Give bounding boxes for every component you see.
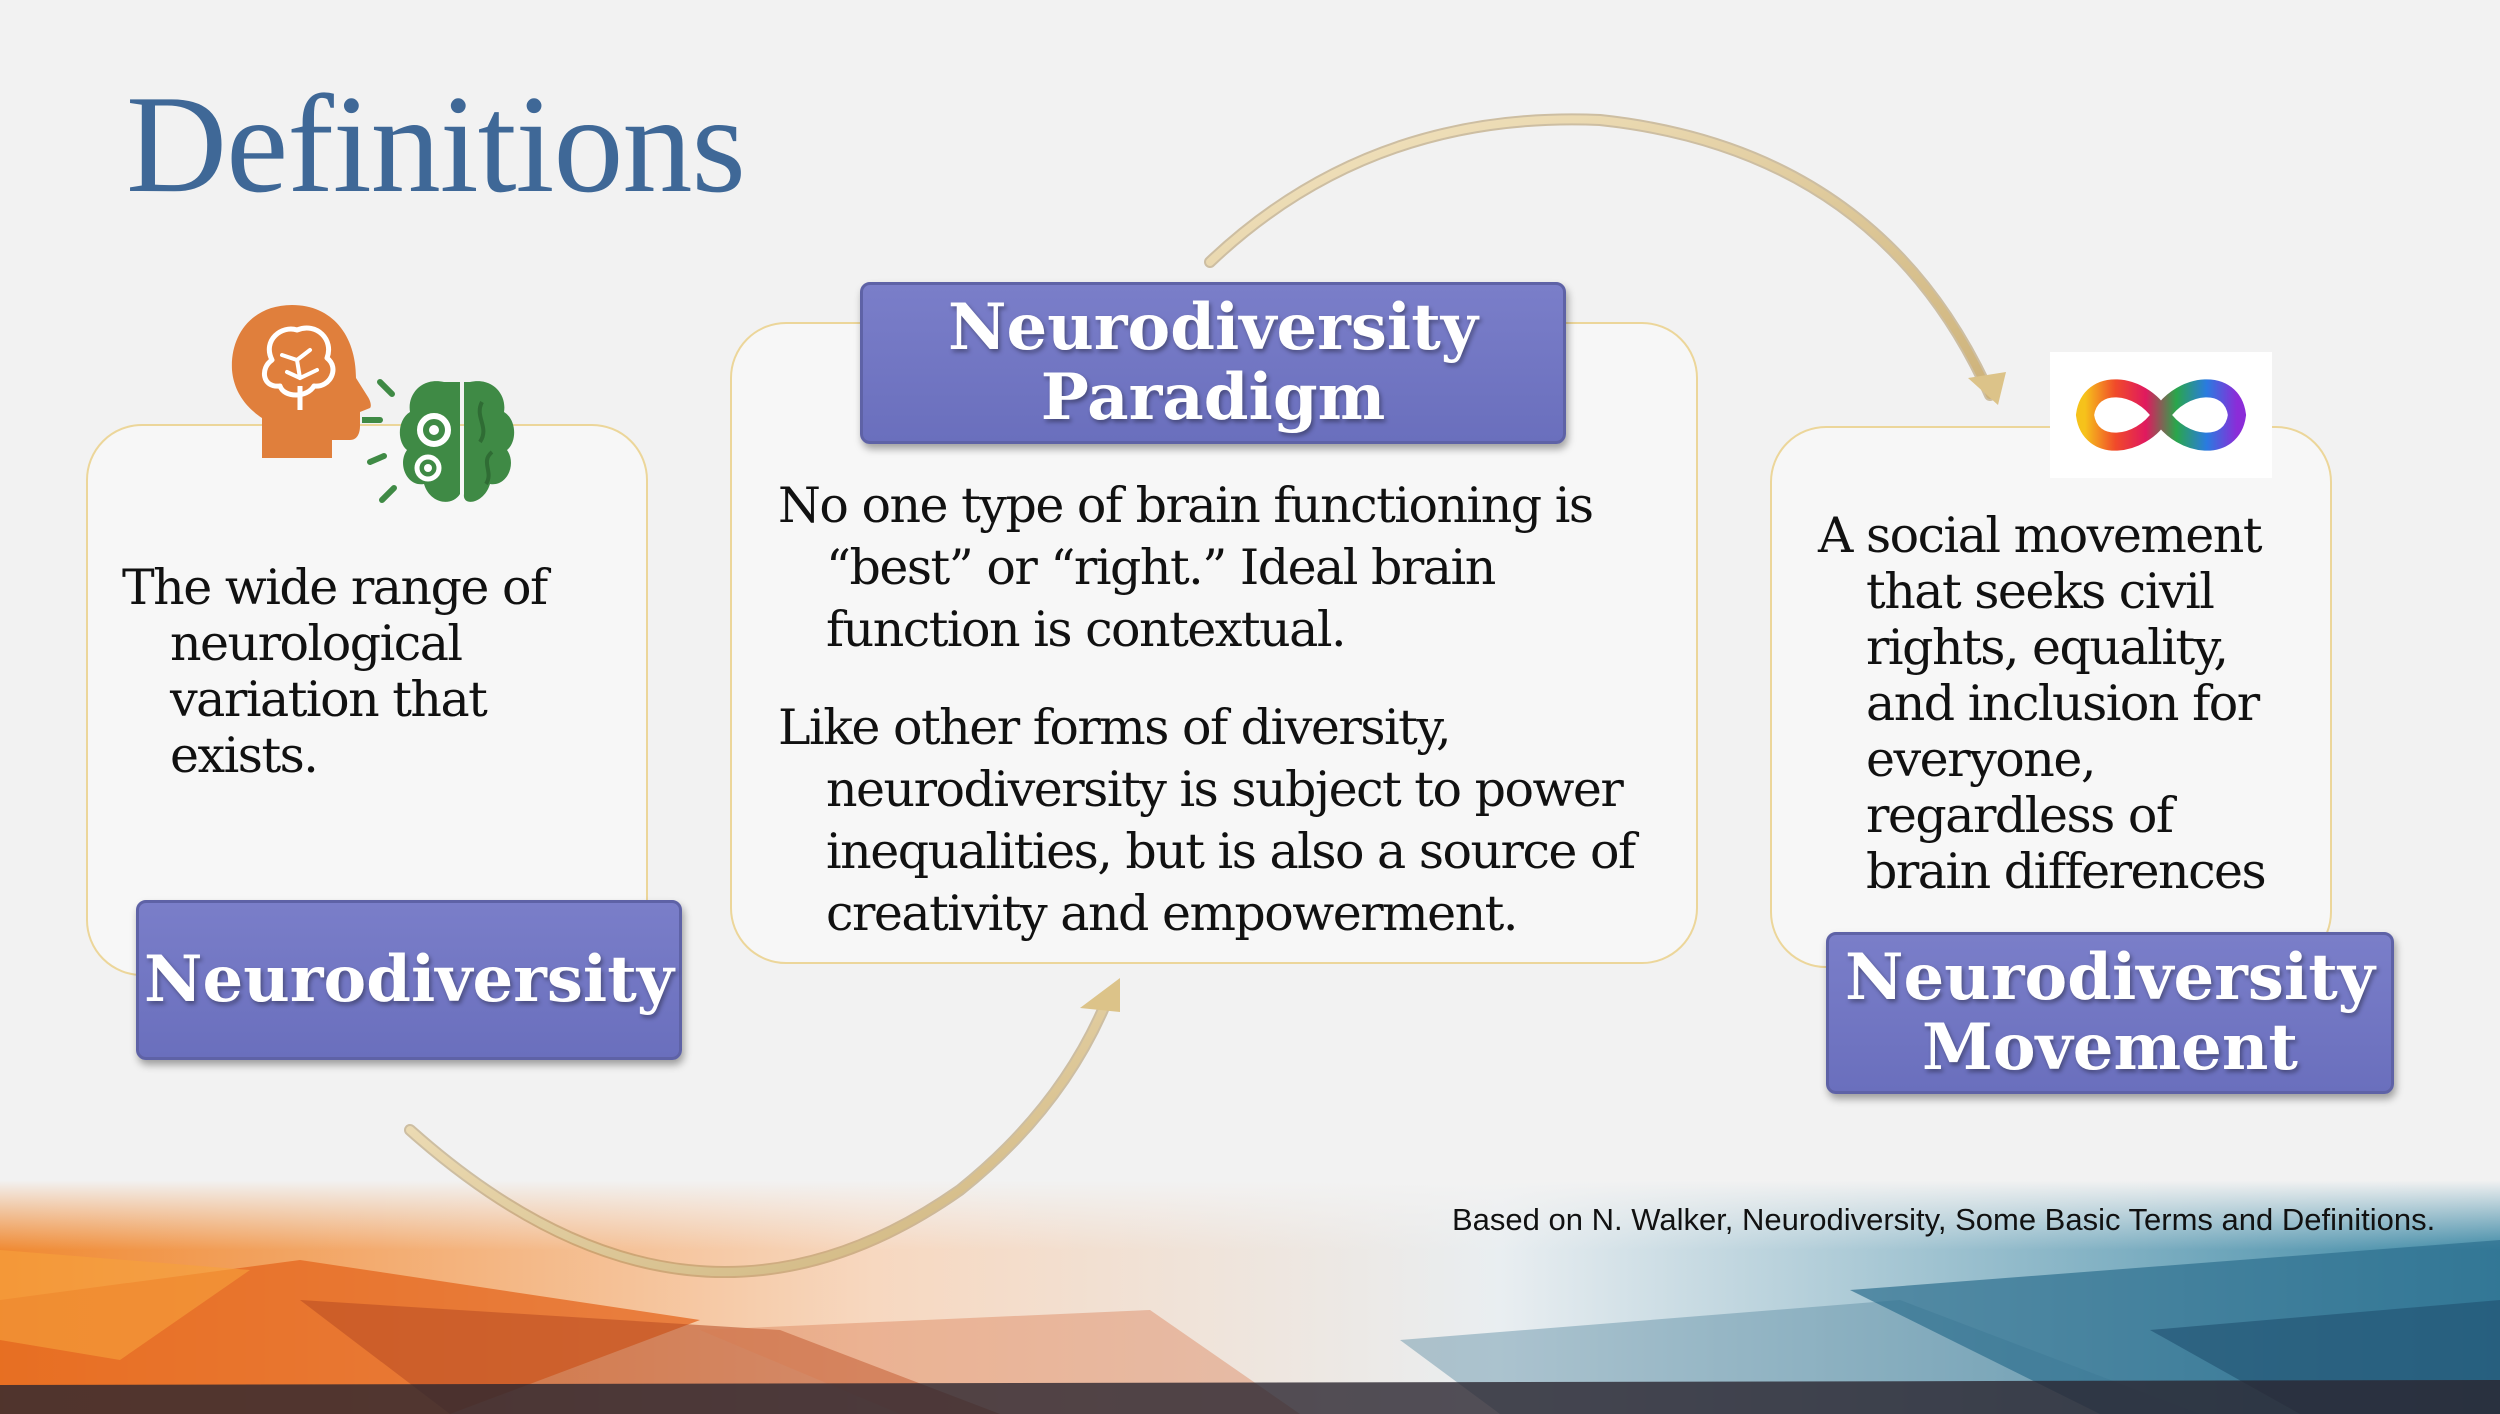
definition-paragraph: A social movement that seeks civil right…	[1818, 507, 2267, 900]
definition-text-neurodiversity: The wide range of neurological variation…	[122, 560, 622, 784]
definition-paragraph: The wide range of neurological variation…	[122, 559, 548, 784]
definition-card-movement	[1770, 426, 2332, 968]
term-label-line: Neurodiversity	[1845, 940, 2375, 1015]
definition-card-neurodiversity	[86, 424, 648, 976]
slide-title: Definitions	[126, 67, 746, 222]
rainbow-infinity-icon	[2050, 352, 2272, 478]
term-label-movement: Neurodiversity Movement	[1826, 932, 2394, 1094]
term-label-neurodiversity: Neurodiversity	[136, 900, 682, 1060]
term-label-line: Neurodiversity	[144, 942, 674, 1017]
term-label-line: Paradigm	[1040, 360, 1386, 435]
term-label-line: Neurodiversity	[948, 290, 1478, 365]
term-label-line: Movement	[1922, 1010, 2298, 1085]
definition-text-paradigm: No one type of brain functioning is “bes…	[778, 475, 1678, 945]
definition-paragraph: Like other forms of diversity, neurodive…	[778, 699, 1636, 942]
term-label-paradigm: Neurodiversity Paradigm	[860, 282, 1566, 444]
definition-paragraph: No one type of brain functioning is “bes…	[778, 477, 1594, 658]
brain-head-icon	[231, 305, 371, 458]
brain-gears-icon	[362, 379, 515, 503]
definition-text-movement: A social movement that seeks civil right…	[1818, 508, 2308, 900]
citation-text: Based on N. Walker, Neurodiversity, Some…	[1452, 1202, 2436, 1237]
